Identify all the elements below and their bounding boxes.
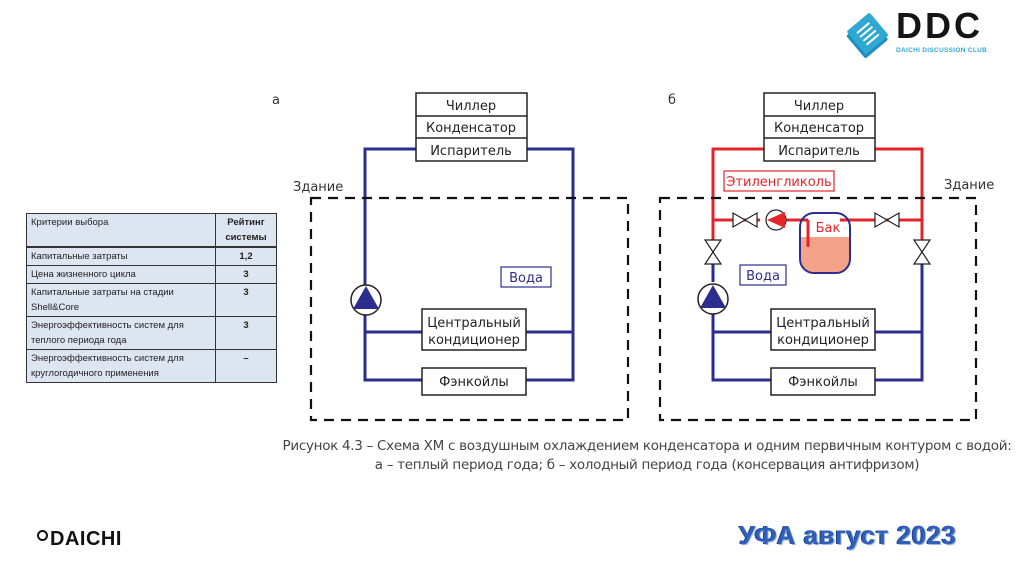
- water-pipes-b: [711, 264, 924, 382]
- caption-line-1: Рисунок 4.3 – Схема ХМ с воздушным охлаж…: [282, 438, 1012, 454]
- table-header-row: Критерии выбора Рейтинг системы: [26, 213, 277, 248]
- glycol-label: Этиленгликоль: [726, 175, 831, 190]
- figure-caption: Рисунок 4.3 – Схема ХМ с воздушным охлаж…: [270, 437, 1024, 475]
- central-ac-box-b: [770, 308, 876, 351]
- glycol-pump-icon: [765, 209, 787, 231]
- diagram-b: б Здание Чиллер Конденсатор Ис: [658, 92, 994, 422]
- fancoils-box-b: [770, 367, 876, 396]
- central-ac-label-b-1: Центральный: [776, 316, 870, 331]
- water-pipes: [363, 147, 575, 382]
- chiller-label-b: Чиллер: [794, 99, 844, 114]
- ddc-logo-subtitle: DAICHI DISCUSSION CLUB: [896, 47, 988, 54]
- rating-cell: 3: [215, 283, 277, 317]
- condenser-label-b: Конденсатор: [774, 121, 864, 136]
- evaporator-label-b: Испаритель: [778, 144, 860, 159]
- diagram-a-label: а: [272, 93, 280, 108]
- header-criteria: Критерии выбора: [26, 213, 216, 248]
- valve-icon: [874, 211, 900, 229]
- table-row: Капитальные затраты на стадии Shell&Core…: [26, 283, 277, 317]
- caption-line-2: а – теплый период года; б – холодный пер…: [374, 457, 920, 473]
- event-title: УФА август 2023: [739, 520, 957, 550]
- daichi-brand-text: DAICHI: [50, 528, 122, 550]
- criterion-cell: Капитальные затраты на стадии Shell&Core: [26, 283, 216, 317]
- table-row: Энергоэффективность систем для теплого п…: [26, 316, 277, 350]
- diagram-b-label: б: [668, 93, 676, 108]
- building-label: Здание: [293, 180, 343, 195]
- tank-label: Бак: [816, 221, 841, 236]
- fancoils-label-b: Фэнкойлы: [788, 375, 858, 390]
- daichi-dot-icon: [37, 530, 48, 541]
- tank-icon: [799, 212, 851, 274]
- ddc-logo-text: DDC: [896, 5, 983, 46]
- water-label: Вода: [509, 271, 543, 286]
- daichi-logo: DAICHI: [37, 528, 122, 551]
- pump-icon-b: [697, 283, 729, 315]
- diagram-a: а Здание Чиллер Конденсатор Испаритель: [272, 92, 630, 422]
- valve-icon: [732, 211, 758, 229]
- fancoils-label: Фэнкойлы: [439, 375, 509, 390]
- book-icon: [846, 13, 888, 58]
- chiller-block: Чиллер Конденсатор Испаритель: [415, 92, 528, 162]
- chiller-block-b: Чиллер Конденсатор Испаритель: [763, 92, 876, 162]
- criteria-table: Критерии выбора Рейтинг системы Капиталь…: [26, 213, 277, 383]
- table-row: Энергоэффективность систем для круглогод…: [26, 349, 277, 383]
- water-label-box-b: [739, 264, 787, 286]
- chiller-label: Чиллер: [446, 99, 496, 114]
- condenser-label: Конденсатор: [426, 121, 516, 136]
- central-ac-label-1: Центральный: [427, 316, 521, 331]
- rating-cell: 3: [215, 265, 277, 284]
- building-boundary: [309, 196, 630, 422]
- building-label-b: Здание: [944, 178, 994, 193]
- header-rating: Рейтинг системы: [215, 213, 277, 248]
- rating-cell: –: [215, 349, 277, 383]
- glycol-label-box: [723, 170, 835, 192]
- criterion-cell: Энергоэффективность систем для круглогод…: [26, 349, 216, 383]
- central-ac-label-b-2: кондиционер: [777, 333, 869, 348]
- evaporator-label: Испаритель: [430, 144, 512, 159]
- water-label-box: [500, 266, 552, 288]
- central-ac-label-2: кондиционер: [428, 333, 520, 348]
- water-label-b: Вода: [746, 269, 780, 284]
- valve-icon: [912, 239, 932, 265]
- building-boundary-b: [658, 196, 978, 422]
- pump-icon: [350, 284, 382, 316]
- central-ac-box: [421, 308, 527, 351]
- valve-icon: [703, 239, 723, 265]
- fancoils-box: [421, 367, 527, 396]
